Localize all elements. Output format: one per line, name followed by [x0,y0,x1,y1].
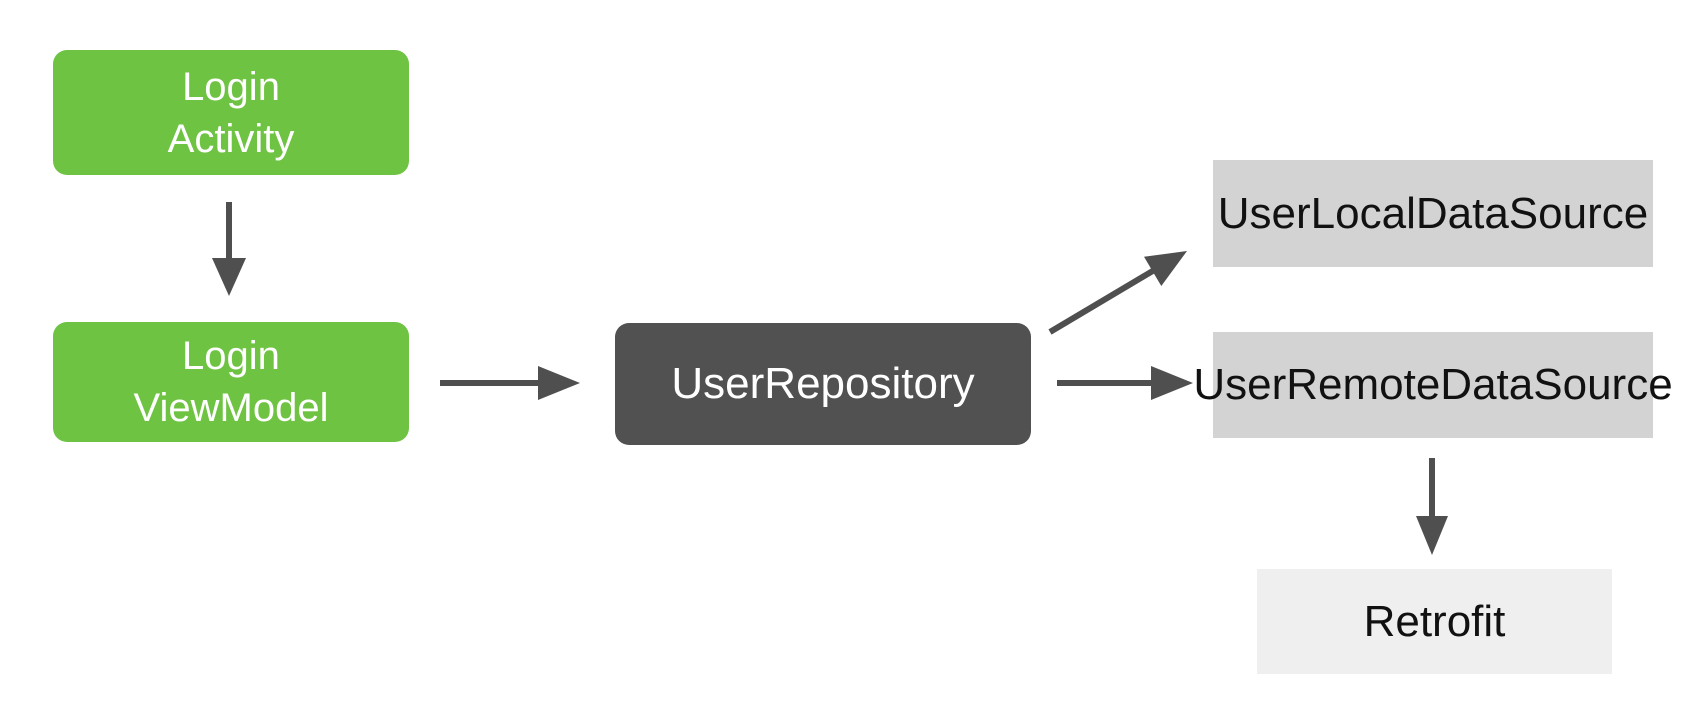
arrow-viewmodel-to-repository [440,366,580,400]
node-login-viewmodel-label: Login ViewModel [133,334,329,430]
arrow-activity-to-viewmodel [212,202,246,296]
node-login-activity: Login Activity [53,50,409,175]
node-user-remote-datasource-label: UserRemoteDataSource [1193,360,1673,409]
arrow-repository-to-remote [1057,366,1193,400]
node-user-local-datasource-label: UserLocalDataSource [1217,188,1649,238]
node-retrofit: Retrofit [1257,569,1612,674]
node-user-local-datasource: UserLocalDataSource [1213,160,1653,267]
node-login-activity-label: Login Activity [167,64,295,161]
node-login-viewmodel: Login ViewModel [53,322,409,442]
node-user-repository-label: UserRepository [671,359,975,408]
node-retrofit-label: Retrofit [1363,596,1506,646]
arrow-repository-to-local [1048,251,1187,335]
node-user-repository: UserRepository [615,323,1031,445]
arrow-remote-to-retrofit [1416,458,1448,555]
node-user-remote-datasource: UserRemoteDataSource [1193,332,1673,438]
